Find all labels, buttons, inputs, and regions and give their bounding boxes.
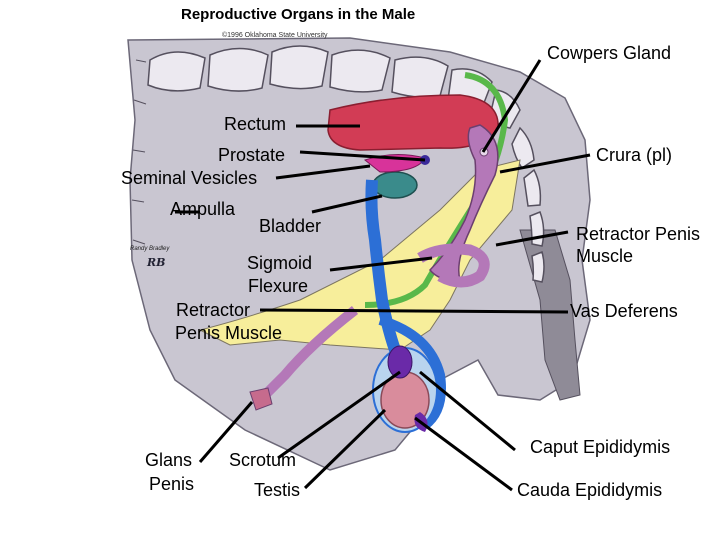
label-cowpers-gland: Cowpers Gland — [547, 43, 672, 63]
label-glans-line2: Penis — [149, 474, 195, 494]
label-crura: Crura (pl) — [596, 145, 673, 165]
label-retractor-left-line2: Penis Muscle — [175, 323, 283, 343]
diagram-title: Reproductive Organs in the Male — [181, 6, 416, 23]
label-rectum: Rectum — [224, 114, 287, 134]
label-testis: Testis — [254, 480, 301, 500]
rib-marks — [131, 59, 147, 245]
sigmoid-flexure-shape — [417, 243, 490, 288]
label-retractor-penis-right-line2: Muscle — [576, 246, 634, 266]
label-retractor-penis-right-line1: Retractor Penis — [576, 224, 701, 244]
label-retractor-left-line1: Retractor — [176, 300, 251, 320]
label-scrotum: Scrotum — [229, 450, 297, 470]
label-prostate: Prostate — [218, 145, 286, 165]
label-vas-deferens: Vas Deferens — [570, 301, 678, 321]
glans-penis-shape — [249, 387, 273, 411]
label-bladder: Bladder — [259, 216, 322, 236]
label-caput-epididymis: Caput Epididymis — [530, 437, 671, 457]
body-silhouette — [127, 37, 591, 471]
artist-signature: Randy Bradley — [130, 246, 170, 252]
caput-epididymis-shape — [387, 345, 413, 379]
copyright-notice: ©1996 Oklahoma State University — [222, 32, 328, 39]
leader-lines — [175, 59, 591, 492]
label-cauda-epididymis: Cauda Epididymis — [517, 480, 663, 500]
label-glans-line1: Glans — [145, 450, 193, 470]
label-sigmoid-line1: Sigmoid — [247, 253, 313, 273]
yellow-tissue — [198, 159, 521, 351]
label-ampulla: Ampulla — [170, 199, 236, 219]
bladder-shape — [372, 171, 418, 199]
vas-deferens-outer — [378, 315, 446, 429]
artist-monogram: RB — [147, 256, 166, 269]
label-sigmoid-line2: Flexure — [248, 276, 309, 296]
label-seminal-vesicles: Seminal Vesicles — [121, 168, 258, 188]
